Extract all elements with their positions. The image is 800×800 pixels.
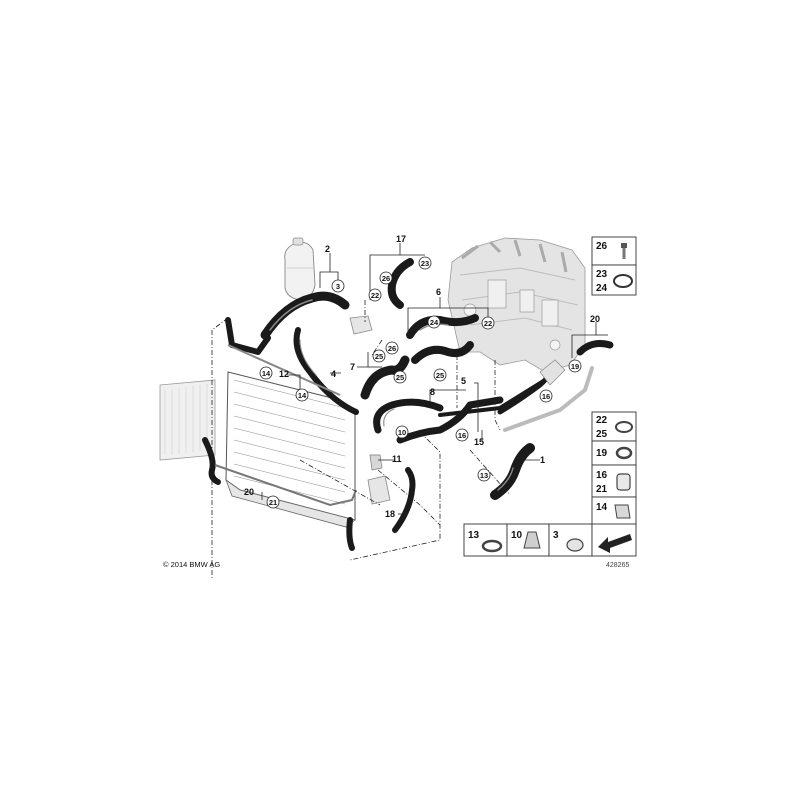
legend-box-retaining-clip: 14 — [591, 496, 637, 526]
svg-text:25: 25 — [396, 373, 404, 382]
svg-text:22: 22 — [596, 415, 608, 426]
svg-text:26: 26 — [388, 344, 396, 353]
legend-box-hose-clamp: 19 — [591, 440, 637, 466]
dashed-leader-lines — [211, 300, 511, 580]
hose-clip-icon — [481, 539, 503, 553]
svg-text:25: 25 — [436, 371, 444, 380]
svg-text:13: 13 — [468, 530, 480, 541]
svg-text:16: 16 — [596, 470, 608, 481]
engine-block — [447, 237, 586, 373]
svg-text:21: 21 — [269, 498, 277, 507]
quick-connector-icon — [616, 473, 631, 491]
o-ring-icon — [613, 274, 633, 288]
callout-18: 20 — [590, 314, 600, 324]
callout-17: 18 — [385, 509, 395, 519]
svg-text:19: 19 — [571, 362, 579, 371]
circled-callout-26-b: 26 — [385, 341, 399, 355]
circled-callout-14-a: 14 — [259, 366, 273, 380]
svg-text:16: 16 — [458, 431, 466, 440]
circled-callout-21: 21 — [266, 495, 280, 509]
direction-arrow-icon — [598, 534, 632, 553]
legend-box-hose-clip: 13 — [463, 523, 508, 557]
svg-text:26: 26 — [382, 274, 390, 283]
radiator — [159, 371, 356, 528]
legend-bottom-row: 13 10 3 — [463, 523, 637, 557]
hoses — [202, 258, 614, 551]
legend-box-o-ring: 23 24 — [591, 264, 637, 296]
callout-labels: 2 17 6 7 4 12 5 8 15 11 1 18 20 20 — [244, 234, 600, 519]
hose-clamp-icon — [615, 446, 633, 460]
svg-text:25: 25 — [375, 352, 383, 361]
svg-text:3: 3 — [336, 282, 340, 291]
svg-text:22: 22 — [484, 319, 492, 328]
legend-box-bolt: 26 — [591, 236, 637, 266]
svg-text:10: 10 — [398, 428, 406, 437]
callout-5: 5 — [461, 376, 466, 386]
circled-callout-16-b: 16 — [539, 389, 553, 403]
legend-right-column: 26 23 24 22 25 19 16 21 14 — [591, 236, 637, 526]
callout-7: 7 — [350, 362, 355, 372]
spring-clamp-icon — [615, 421, 633, 433]
svg-text:14: 14 — [596, 502, 608, 513]
callout-2: 2 — [325, 244, 330, 254]
callout-11: 11 — [392, 454, 402, 464]
svg-text:24: 24 — [596, 283, 608, 294]
circled-callout-23: 23 — [418, 256, 432, 270]
svg-text:3: 3 — [553, 530, 559, 541]
expansion-tank — [284, 237, 316, 301]
circled-callout-25-a: 25 — [372, 349, 386, 363]
callout-15: 15 — [474, 437, 484, 447]
diagram-number: 428265 — [606, 562, 629, 569]
circled-callout-22-b: 22 — [481, 316, 495, 330]
svg-text:19: 19 — [596, 448, 608, 459]
circled-callout-16-a: 16 — [455, 428, 469, 442]
svg-text:14: 14 — [262, 369, 271, 378]
callout-12: 12 — [279, 369, 289, 379]
legend-box-clamp: 10 — [506, 523, 550, 557]
legend-box-arrow — [591, 523, 637, 557]
svg-text:14: 14 — [298, 391, 307, 400]
svg-text:23: 23 — [421, 259, 429, 268]
bolt-icon — [621, 243, 627, 259]
svg-text:16: 16 — [542, 392, 550, 401]
svg-text:23: 23 — [596, 269, 608, 280]
circled-callout-25-c: 25 — [433, 368, 447, 382]
circled-callout-10: 10 — [395, 425, 409, 439]
circled-callout-25-b: 25 — [393, 370, 407, 384]
circled-callout-19: 19 — [568, 359, 582, 373]
svg-text:21: 21 — [596, 484, 608, 495]
circled-callouts: 3 26 23 22 24 22 26 25 25 25 14 14 10 16… — [259, 256, 582, 509]
svg-text:13: 13 — [480, 471, 488, 480]
circled-callout-24: 24 — [427, 315, 441, 329]
svg-text:22: 22 — [371, 291, 379, 300]
callout-1: 1 — [540, 455, 545, 465]
svg-text:26: 26 — [596, 241, 608, 252]
plug-icon — [566, 538, 584, 552]
circled-callout-3: 3 — [331, 279, 345, 293]
circled-callout-26: 26 — [379, 271, 393, 285]
callout-9: 8 — [430, 387, 435, 397]
legend-box-quick-connector: 16 21 — [591, 464, 637, 498]
circled-callout-22-a: 22 — [368, 288, 382, 302]
legend-box-spring-clamp: 22 25 — [591, 411, 637, 442]
clamp-icon — [523, 531, 541, 549]
callout-20: 20 — [244, 487, 254, 497]
retaining-clip-icon — [614, 504, 631, 519]
callout-6: 6 — [436, 287, 441, 297]
svg-text:24: 24 — [430, 318, 439, 327]
legend-box-plug: 3 — [548, 523, 593, 557]
circled-callout-13: 13 — [477, 468, 491, 482]
svg-text:10: 10 — [511, 530, 523, 541]
callout-8: 17 — [396, 234, 406, 244]
copyright-text: © 2014 BMW AG — [163, 560, 220, 569]
leader-lines — [261, 243, 608, 515]
callout-4: 4 — [331, 369, 336, 379]
circled-callout-14-b: 14 — [295, 388, 309, 402]
svg-text:25: 25 — [596, 429, 608, 440]
